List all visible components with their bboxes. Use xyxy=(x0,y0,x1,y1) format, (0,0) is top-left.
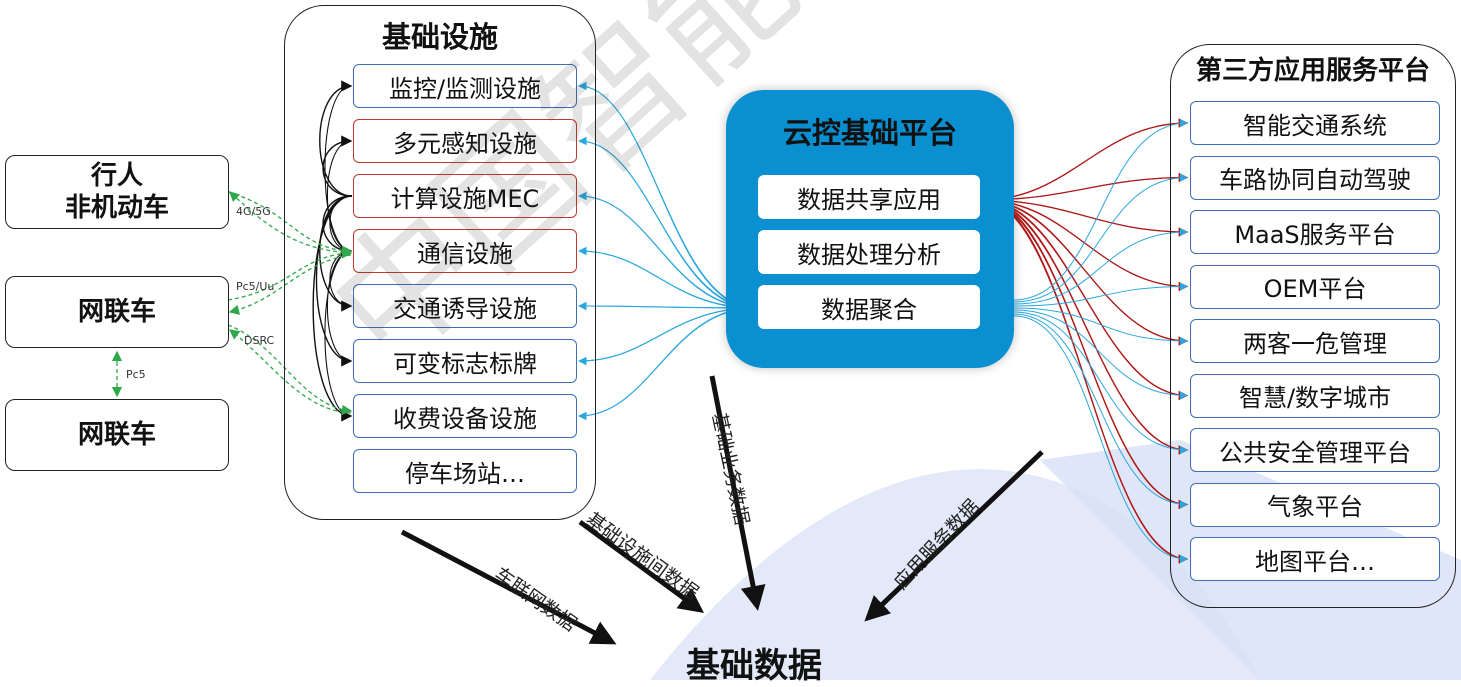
service-aggregation-link xyxy=(1013,173,1188,303)
cloud-item-data-processing: 数据处理分析 xyxy=(758,230,980,274)
comm-link-4g5g xyxy=(229,191,352,254)
service-share-link xyxy=(983,196,1189,560)
service-share-link xyxy=(983,196,1189,505)
connected-vehicle-label-1: 网联车 xyxy=(77,297,156,327)
service-aggregation-link xyxy=(1013,307,1188,345)
service-aggregation-link xyxy=(1013,309,1188,400)
service-share-link xyxy=(983,196,1189,342)
base-data-title: 基础数据 xyxy=(686,646,822,686)
infra-link-arc xyxy=(319,80,353,197)
infra-cloud-link xyxy=(578,304,755,417)
service-item: 两客一危管理 xyxy=(1190,319,1440,363)
service-item: 地图平台… xyxy=(1190,537,1440,581)
infra-cloud-link xyxy=(578,250,755,312)
infra-link-arc xyxy=(322,135,353,197)
infra-link-arc xyxy=(312,195,353,422)
comm-link-dsrc xyxy=(228,329,352,414)
pedestrian-box: 行人非机动车 xyxy=(5,155,229,229)
comm-link-pc5uu xyxy=(228,254,352,315)
comm-link-pc5uu xyxy=(227,248,353,301)
service-aggregation-link xyxy=(1013,315,1188,563)
infra-item: 监控/监测设施 xyxy=(353,64,577,108)
service-aggregation-link xyxy=(1013,228,1188,305)
service-item: 公共安全管理平台 xyxy=(1190,428,1440,472)
comm-link-4g5g xyxy=(227,191,353,257)
infrastructure-container xyxy=(284,5,596,520)
service-item: 智能交通系统 xyxy=(1190,101,1440,145)
comm-link-dsrc xyxy=(227,324,353,416)
infra-item: 可变标志标牌 xyxy=(353,339,577,383)
flow-arrow-business xyxy=(709,375,766,611)
service-item: 智慧/数字城市 xyxy=(1190,373,1440,418)
infra-cloud-link xyxy=(578,85,755,312)
service-item: OEM平台 xyxy=(1190,264,1440,309)
infra-item: 多元感知设施 xyxy=(353,119,577,163)
service-share-link xyxy=(983,122,1189,204)
infra-link-arc xyxy=(324,85,353,252)
service-item: 车路协同自动驾驶 xyxy=(1190,155,1440,200)
flow-arrow-infra xyxy=(578,519,705,613)
service-aggregation-link xyxy=(1013,119,1188,301)
infra-item: 收费设备设施 xyxy=(353,394,577,438)
infra-item: 交通诱导设施 xyxy=(353,284,577,328)
connected-vehicle-box-2: 网联车 xyxy=(5,399,229,471)
infrastructure-title: 基础设施 xyxy=(381,20,498,54)
comm-label-dsrc: DSRC xyxy=(244,334,275,347)
infra-item: 停车场站… xyxy=(353,449,577,493)
pedestrian-line-2: 非机动车 xyxy=(64,193,169,223)
infra-item: 计算设施MEC xyxy=(353,174,577,218)
infra-cloud-link xyxy=(578,195,755,312)
comm-label-pc5uu: Pc5/Uu xyxy=(236,280,275,293)
third-party-container xyxy=(1170,44,1456,608)
flow-arrow-vehicle xyxy=(400,529,617,645)
cloud-item-data-sharing: 数据共享应用 xyxy=(758,175,980,219)
service-share-link xyxy=(983,196,1189,287)
service-aggregation-link xyxy=(1013,311,1188,454)
third-party-title: 第三方应用服务平台 xyxy=(1195,56,1430,86)
infra-cloud-link xyxy=(578,140,755,312)
pedestrian-line-1: 行人 xyxy=(90,161,143,191)
cloud-platform-title: 云控基础平台 xyxy=(782,116,957,150)
comm-label-4g5g: 4G/5G xyxy=(236,205,271,218)
connected-vehicle-label-2: 网联车 xyxy=(77,420,156,450)
comm-label-pc5: Pc5 xyxy=(126,368,146,381)
flow-arrow-service xyxy=(864,450,1044,622)
service-share-link xyxy=(983,196,1189,451)
service-aggregation-link xyxy=(1013,313,1188,509)
connected-vehicle-box-1: 网联车 xyxy=(5,276,229,348)
infra-item: 通信设施 xyxy=(353,229,577,273)
cloud-item-data-aggregation: 数据聚合 xyxy=(758,285,980,329)
service-share-link xyxy=(983,196,1189,396)
service-item: MaaS服务平台 xyxy=(1190,210,1440,254)
infra-cloud-link xyxy=(578,304,755,362)
service-item: 气象平台 xyxy=(1190,482,1440,527)
service-aggregation-link xyxy=(1013,282,1188,307)
